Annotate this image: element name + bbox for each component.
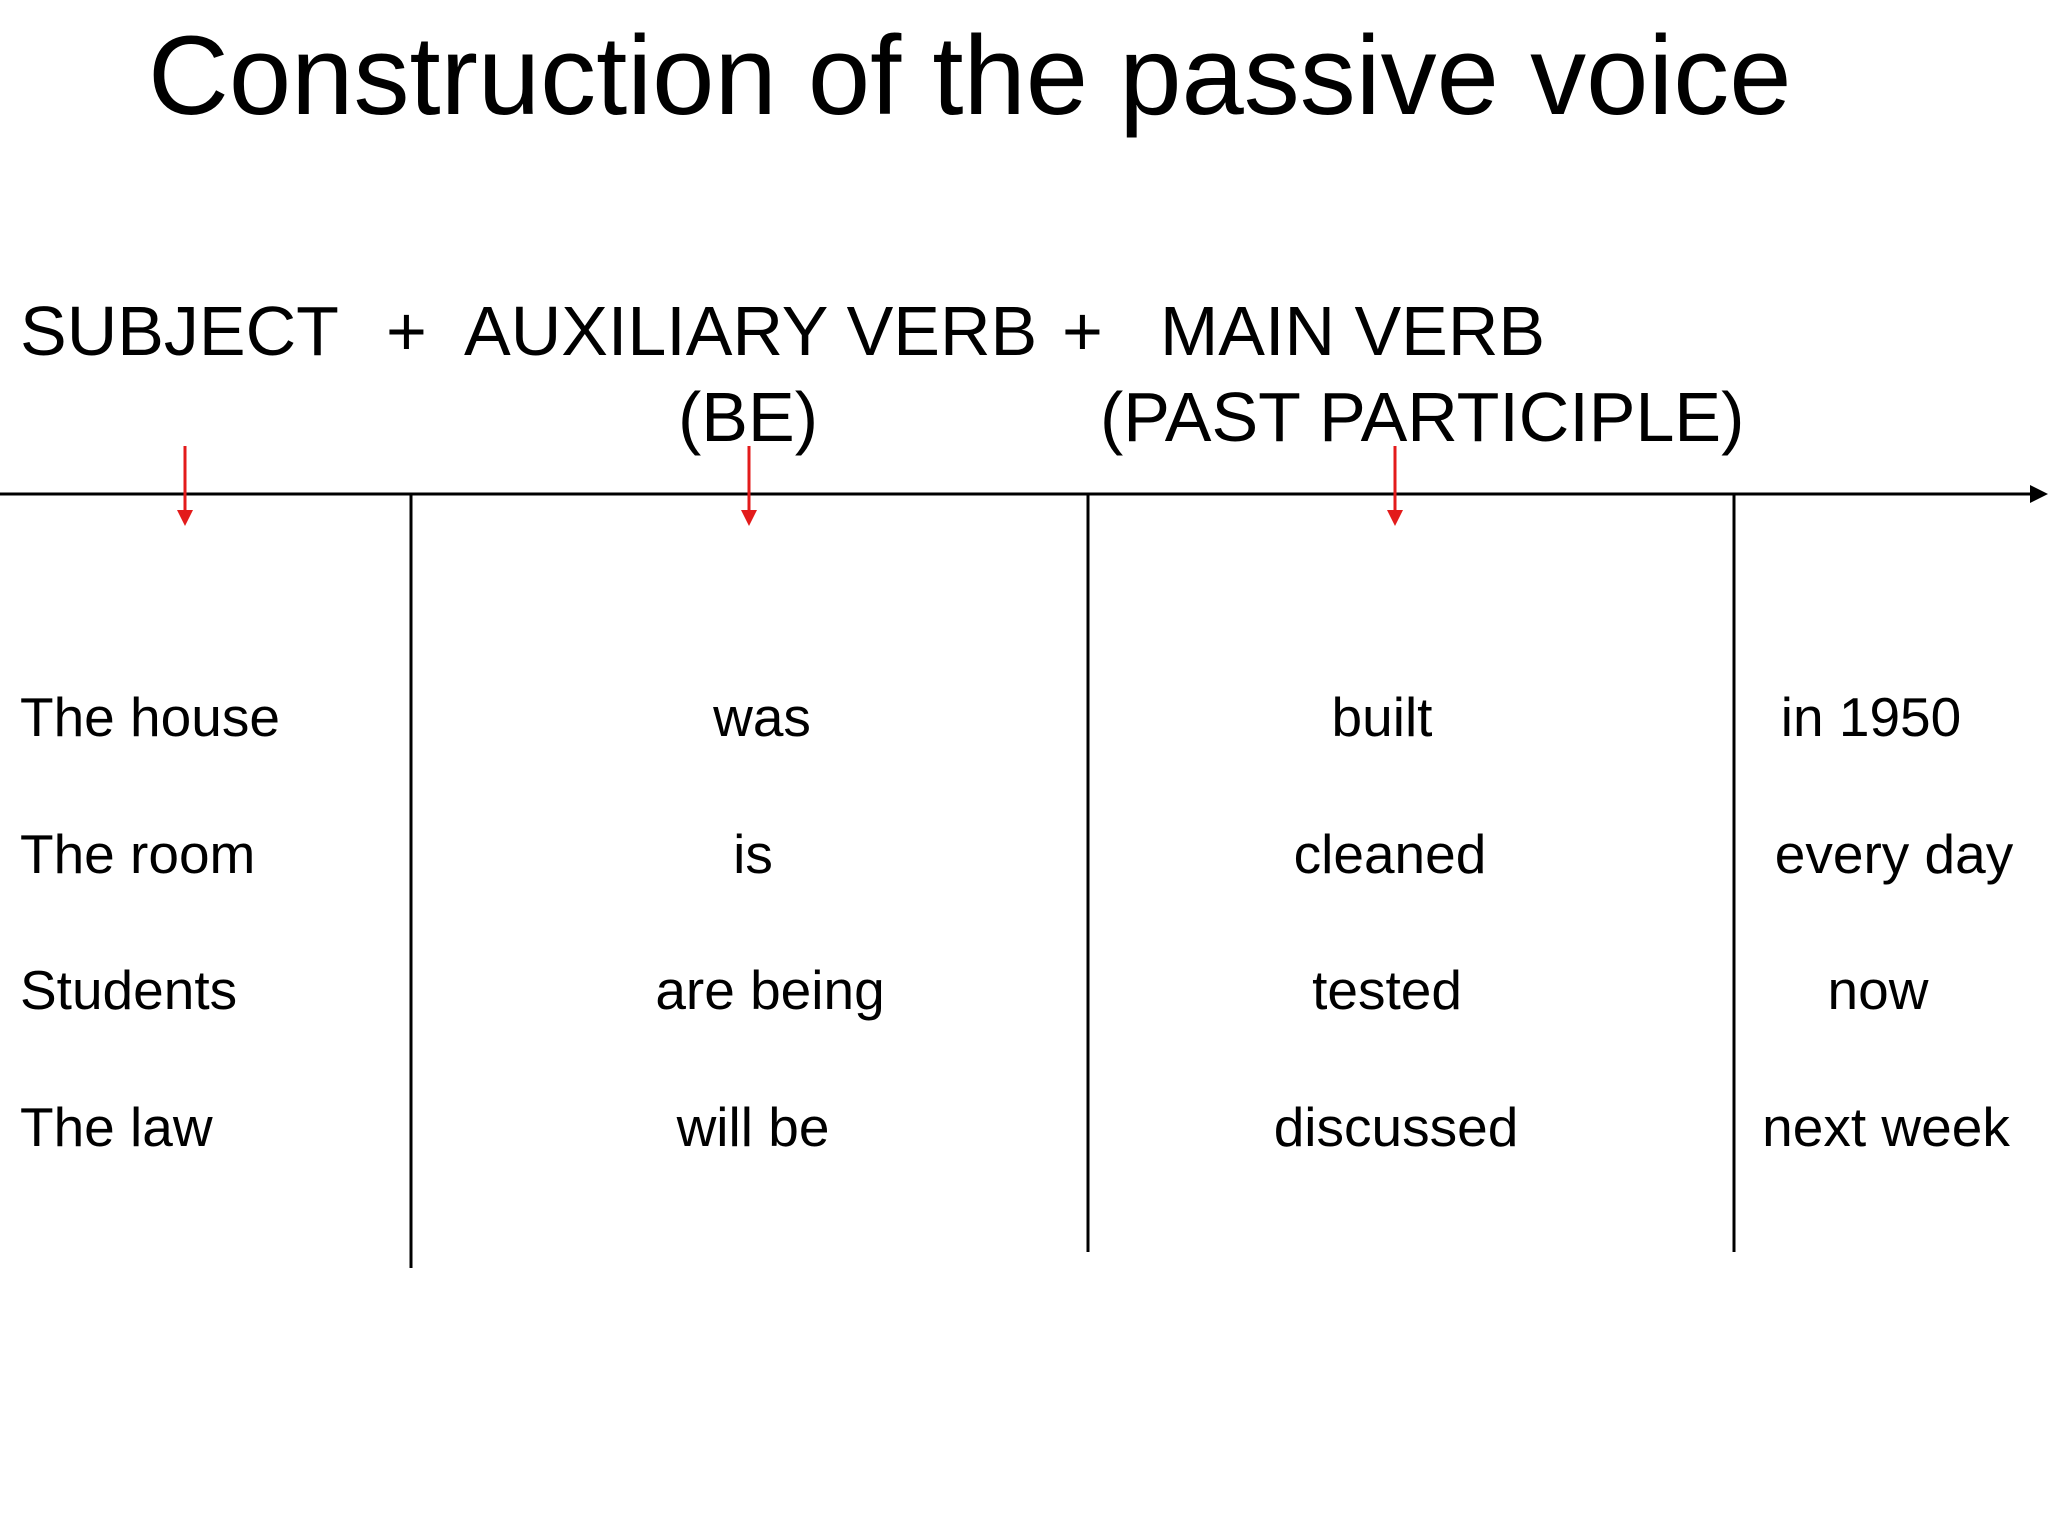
row-3-subject: Students	[20, 959, 238, 1021]
row-2-subject: The room	[20, 823, 256, 885]
plus-sign-2: +	[1062, 292, 1103, 370]
auxiliary-verb-label: AUXILIARY VERB	[464, 292, 1038, 370]
row-1-subject: The house	[20, 686, 280, 748]
plus-sign-1: +	[386, 292, 427, 370]
row-2-main-verb: cleaned	[1293, 823, 1487, 885]
row-3-main-verb: tested	[1312, 959, 1462, 1021]
row-4-auxiliary: will be	[676, 1096, 830, 1158]
axis-arrowhead-icon	[2030, 485, 2048, 503]
row-1-auxiliary: was	[713, 686, 811, 748]
main-verb-down-arrow-icon	[1387, 446, 1403, 526]
slide-title: Construction of the passive voice	[148, 13, 1792, 138]
main-verb-label: MAIN VERB	[1160, 292, 1546, 370]
subject-down-arrow-icon	[177, 446, 193, 526]
auxiliary-verb-sublabel: (BE)	[678, 378, 818, 456]
row-1-main-verb: built	[1331, 686, 1433, 748]
row-4-main-verb: discussed	[1273, 1096, 1519, 1158]
row-4-subject: The law	[20, 1096, 213, 1158]
row-3-time: now	[1827, 959, 1929, 1021]
row-4-time: next week	[1762, 1096, 2010, 1158]
row-3-auxiliary: are being	[655, 959, 885, 1021]
auxiliary-down-arrow-icon	[741, 446, 757, 526]
row-2-time: every day	[1774, 823, 2014, 885]
row-2-auxiliary: is	[733, 823, 773, 885]
row-1-time: in 1950	[1780, 686, 1962, 748]
main-verb-sublabel: (PAST PARTICIPLE)	[1100, 378, 1745, 456]
subject-label: SUBJECT	[20, 292, 339, 370]
